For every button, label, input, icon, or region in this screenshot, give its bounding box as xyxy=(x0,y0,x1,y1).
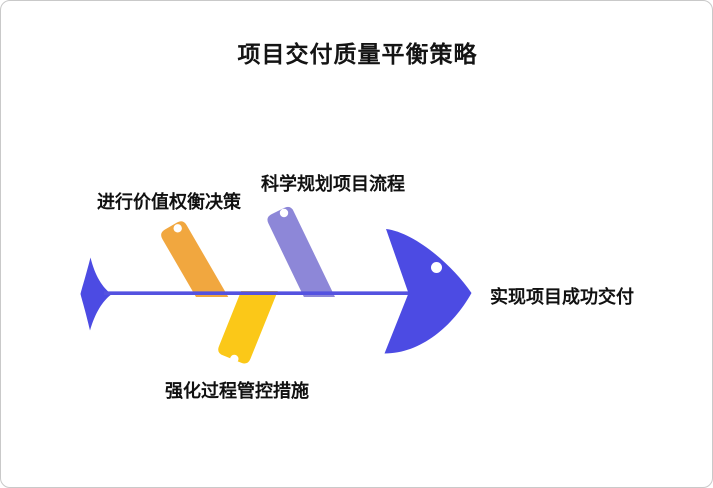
bone-label-cause-1: 进行价值权衡决策 xyxy=(97,192,241,212)
bone-dot-cause-1 xyxy=(173,224,182,233)
bone-shape-cause-2 xyxy=(267,206,335,297)
bone-shape-cause-3 xyxy=(218,291,278,364)
bone-dot-cause-2 xyxy=(279,208,289,218)
bone-shape-cause-1 xyxy=(161,221,229,297)
bone-dot-cause-3 xyxy=(230,354,239,364)
bone-label-cause-3: 强化过程管控措施 xyxy=(165,381,309,401)
fish-head-shape xyxy=(384,229,472,354)
fish-eye-dot xyxy=(431,262,442,273)
fish-tail-shape xyxy=(80,257,112,331)
fish-head-label: 实现项目成功交付 xyxy=(490,287,634,307)
bone-label-cause-2: 科学规划项目流程 xyxy=(261,174,405,194)
page-title: 项目交付质量平衡策略 xyxy=(237,41,478,67)
